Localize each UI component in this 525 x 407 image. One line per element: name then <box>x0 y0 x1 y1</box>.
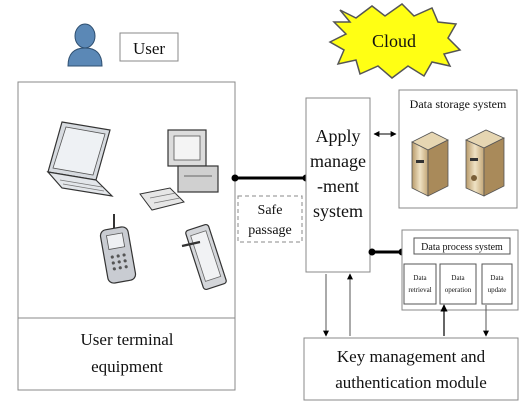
mobile-phone-icon <box>99 214 137 284</box>
process-module-retrieval <box>403 263 437 305</box>
process-dot-left <box>368 248 376 256</box>
apply-system-line1: Apply <box>316 126 361 146</box>
process-title: Data process system <box>421 242 503 253</box>
process-module-update <box>481 263 513 305</box>
update-line2: update <box>488 286 507 294</box>
update-line1: Data <box>490 274 504 282</box>
retrieval-line1: Data <box>413 274 427 282</box>
terminal-label-line1: User terminal <box>81 330 174 349</box>
user-label: User <box>133 39 165 58</box>
connection-dot-left <box>231 174 239 182</box>
operation-line1: Data <box>451 274 465 282</box>
retrieval-line2: retrieval <box>408 286 431 294</box>
process-title-box <box>413 237 511 255</box>
apply-system-line3: -ment <box>317 176 359 196</box>
key-module-line1: Key management and <box>337 347 486 366</box>
user-label-box <box>119 32 179 62</box>
tablet-stylus-icon <box>181 223 227 291</box>
key-module-line2: authentication module <box>335 373 487 392</box>
apply-system-line4: system <box>313 201 363 221</box>
process-module-operation <box>439 263 477 305</box>
safe-passage-box <box>237 195 303 243</box>
cloud-burst-shape <box>328 3 462 79</box>
apply-system-box <box>305 97 371 273</box>
apply-system-line2: manage <box>310 151 366 171</box>
desktop-computer-icon <box>139 129 219 211</box>
safe-passage-line1: Safe <box>258 203 283 218</box>
storage-server-icon-2 <box>465 129 505 197</box>
safe-passage-line2: passage <box>248 223 292 238</box>
operation-line2: operation <box>445 286 472 294</box>
laptop-icon <box>46 121 114 197</box>
cloud-label: Cloud <box>372 31 416 51</box>
user-person-icon <box>67 23 103 67</box>
key-module-box <box>303 337 519 401</box>
terminal-label-line2: equipment <box>91 357 163 376</box>
storage-server-icon-1 <box>411 131 449 197</box>
storage-title: Data storage system <box>410 97 507 111</box>
